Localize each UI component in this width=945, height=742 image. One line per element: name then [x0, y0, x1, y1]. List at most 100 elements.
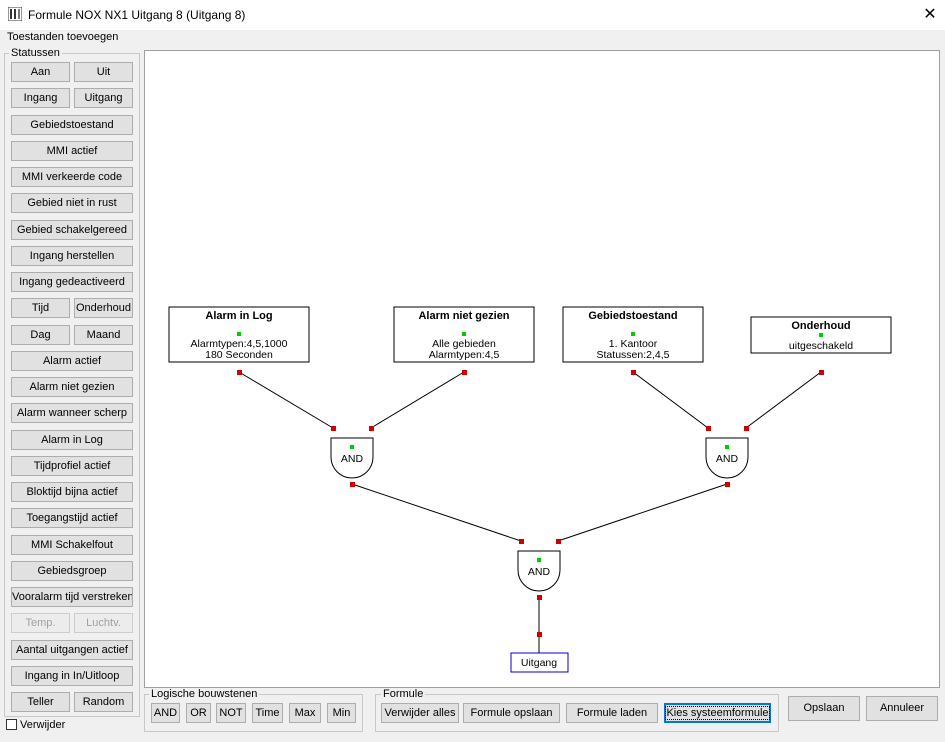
- formule-button-formule-laden[interactable]: Formule laden: [566, 703, 658, 723]
- block-alarm-in-log-title: Alarm in Log: [205, 310, 272, 322]
- status-button-onderhoud[interactable]: Onderhoud: [74, 298, 133, 318]
- status-button-gebiedstoestand[interactable]: Gebiedstoestand: [11, 115, 133, 135]
- block-gebiedstoestand-line-1: 1. Kantoor: [609, 338, 658, 350]
- close-button[interactable]: ✕: [923, 6, 937, 23]
- status-button-maand[interactable]: Maand: [74, 325, 133, 345]
- output-block[interactable]: Uitgang: [510, 652, 569, 673]
- block-gebiedstoestand-line-2: Statussen:2,4,5: [597, 349, 670, 361]
- status-button-ingang[interactable]: Ingang: [11, 88, 70, 108]
- gate-and-left-label: AND: [341, 453, 364, 465]
- status-button-gebied-schakelgereed[interactable]: Gebied schakelgereed: [11, 220, 133, 240]
- status-button-gebied-niet-in-rust[interactable]: Gebied niet in rust: [11, 193, 133, 213]
- block-onderhoud[interactable]: Onderhoud uitgeschakeld: [750, 316, 892, 354]
- formule-label: Formule: [381, 688, 426, 700]
- connector-point[interactable]: [331, 426, 336, 431]
- formule-button-formule-opslaan[interactable]: Formule opslaan: [463, 703, 560, 723]
- connector-point[interactable]: [725, 482, 730, 487]
- connector-point[interactable]: [462, 370, 467, 375]
- output-label: Uitgang: [521, 657, 557, 669]
- statussen-group: [4, 53, 140, 717]
- logic-button-and[interactable]: AND: [151, 703, 180, 723]
- gate-and-bottom-indicator: [537, 558, 541, 562]
- status-button-bloktijd-bijna-actief[interactable]: Bloktijd bijna actief: [11, 482, 133, 502]
- connector-point[interactable]: [537, 632, 542, 637]
- formula-canvas[interactable]: Alarm in Log Alarmtypen:4,5,1000 180 Sec…: [144, 50, 940, 688]
- connector-point[interactable]: [631, 370, 636, 375]
- status-button-gebiedsgroep[interactable]: Gebiedsgroep: [11, 561, 133, 581]
- status-button-alarm-in-log[interactable]: Alarm in Log: [11, 430, 133, 450]
- formule-button-verwijder-alles[interactable]: Verwijder alles: [381, 703, 459, 723]
- logic-button-time[interactable]: Time: [252, 703, 283, 723]
- formule-group: [375, 694, 779, 732]
- status-button-random[interactable]: Random: [74, 692, 133, 712]
- connector-point[interactable]: [744, 426, 749, 431]
- status-button-mmi-schakelfout[interactable]: MMI Schakelfout: [11, 535, 133, 555]
- status-button-vooralarm-tijd-verstreken[interactable]: Vooralarm tijd verstreken: [11, 587, 133, 607]
- block-onderhoud-indicator: [819, 333, 823, 337]
- status-button-ingang-herstellen[interactable]: Ingang herstellen: [11, 246, 133, 266]
- gate-and-left-indicator: [350, 445, 354, 449]
- save-button[interactable]: Opslaan: [788, 696, 860, 721]
- block-alarm-niet-gezien-line-1: Alle gebieden: [432, 338, 496, 350]
- block-alarm-niet-gezien[interactable]: Alarm niet gezien Alle gebieden Alarmtyp…: [393, 306, 535, 363]
- connector-point[interactable]: [537, 595, 542, 600]
- connector-point[interactable]: [237, 370, 242, 375]
- gate-and-bottom[interactable]: AND: [517, 550, 561, 592]
- app-icon: [8, 7, 22, 21]
- status-button-tijd[interactable]: Tijd: [11, 298, 70, 318]
- status-button-uit[interactable]: Uit: [74, 62, 133, 82]
- block-alarm-niet-gezien-title: Alarm niet gezien: [418, 310, 509, 322]
- connector-point[interactable]: [556, 539, 561, 544]
- status-button-aan[interactable]: Aan: [11, 62, 70, 82]
- block-gebiedstoestand-indicator: [631, 332, 635, 336]
- cancel-button[interactable]: Annuleer: [866, 696, 938, 721]
- status-button-tijdprofiel-actief[interactable]: Tijdprofiel actief: [11, 456, 133, 476]
- wire-and-right-to-and-bottom: [557, 483, 728, 542]
- block-onderhoud-title: Onderhoud: [791, 320, 850, 332]
- status-button-dag[interactable]: Dag: [11, 325, 70, 345]
- logic-button-not[interactable]: NOT: [216, 703, 246, 723]
- gate-and-left[interactable]: AND: [330, 437, 374, 479]
- status-button-teller[interactable]: Teller: [11, 692, 70, 712]
- connector-points: [237, 370, 824, 637]
- wire-alarm-niet-gezien-to-and-left: [370, 371, 465, 429]
- status-button-aantal-uitgangen-actief[interactable]: Aantal uitgangen actief: [11, 640, 133, 660]
- formula-diagram: Alarm in Log Alarmtypen:4,5,1000 180 Sec…: [168, 306, 892, 673]
- connector-point[interactable]: [819, 370, 824, 375]
- title-bar: Formule NOX NX1 Uitgang 8 (Uitgang 8) ✕: [0, 0, 945, 30]
- verwijder-checkbox[interactable]: [6, 719, 17, 730]
- gate-and-bottom-label: AND: [528, 566, 551, 578]
- block-alarm-in-log-indicator: [237, 332, 241, 336]
- status-button-ingang-in-in-uitloop[interactable]: Ingang in In/Uitloop: [11, 666, 133, 686]
- status-button-temp[interactable]: Temp.: [11, 613, 70, 633]
- status-button-alarm-wanneer-scherp[interactable]: Alarm wanneer scherp: [11, 403, 133, 423]
- block-alarm-in-log[interactable]: Alarm in Log Alarmtypen:4,5,1000 180 Sec…: [168, 306, 310, 363]
- wire-and-left-to-and-bottom: [351, 483, 522, 542]
- gate-and-right-label: AND: [716, 453, 739, 465]
- block-alarm-in-log-line-2: 180 Seconden: [205, 349, 273, 361]
- status-button-alarm-actief[interactable]: Alarm actief: [11, 351, 133, 371]
- status-button-uitgang[interactable]: Uitgang: [74, 88, 133, 108]
- status-button-luchtv[interactable]: Luchtv.: [74, 613, 133, 633]
- logic-label: Logische bouwstenen: [149, 688, 260, 700]
- status-button-mmi-actief[interactable]: MMI actief: [11, 141, 133, 161]
- connector-point[interactable]: [350, 482, 355, 487]
- status-button-alarm-niet-gezien[interactable]: Alarm niet gezien: [11, 377, 133, 397]
- block-alarm-in-log-line-1: Alarmtypen:4,5,1000: [191, 338, 288, 350]
- connector-point[interactable]: [706, 426, 711, 431]
- block-gebiedstoestand[interactable]: Gebiedstoestand 1. Kantoor Statussen:2,4…: [562, 306, 704, 363]
- logic-button-or[interactable]: OR: [186, 703, 211, 723]
- wire-onderhoud-to-and-right: [745, 371, 822, 429]
- connector-point[interactable]: [519, 539, 524, 544]
- wire-gebiedstoestand-to-and-right: [632, 371, 709, 429]
- connector-point[interactable]: [369, 426, 374, 431]
- menu-add-states[interactable]: Toestanden toevoegen: [7, 31, 119, 43]
- window-title: Formule NOX NX1 Uitgang 8 (Uitgang 8): [28, 8, 246, 22]
- formule-button-kies-systeemformule[interactable]: Kies systeemformule: [664, 703, 771, 723]
- logic-button-min[interactable]: Min: [327, 703, 356, 723]
- status-button-ingang-gedeactiveerd[interactable]: Ingang gedeactiveerd: [11, 272, 133, 292]
- status-button-mmi-verkeerde-code[interactable]: MMI verkeerde code: [11, 167, 133, 187]
- status-button-toegangstijd-actief[interactable]: Toegangstijd actief: [11, 508, 133, 528]
- logic-button-max[interactable]: Max: [289, 703, 321, 723]
- gate-and-right[interactable]: AND: [705, 437, 749, 479]
